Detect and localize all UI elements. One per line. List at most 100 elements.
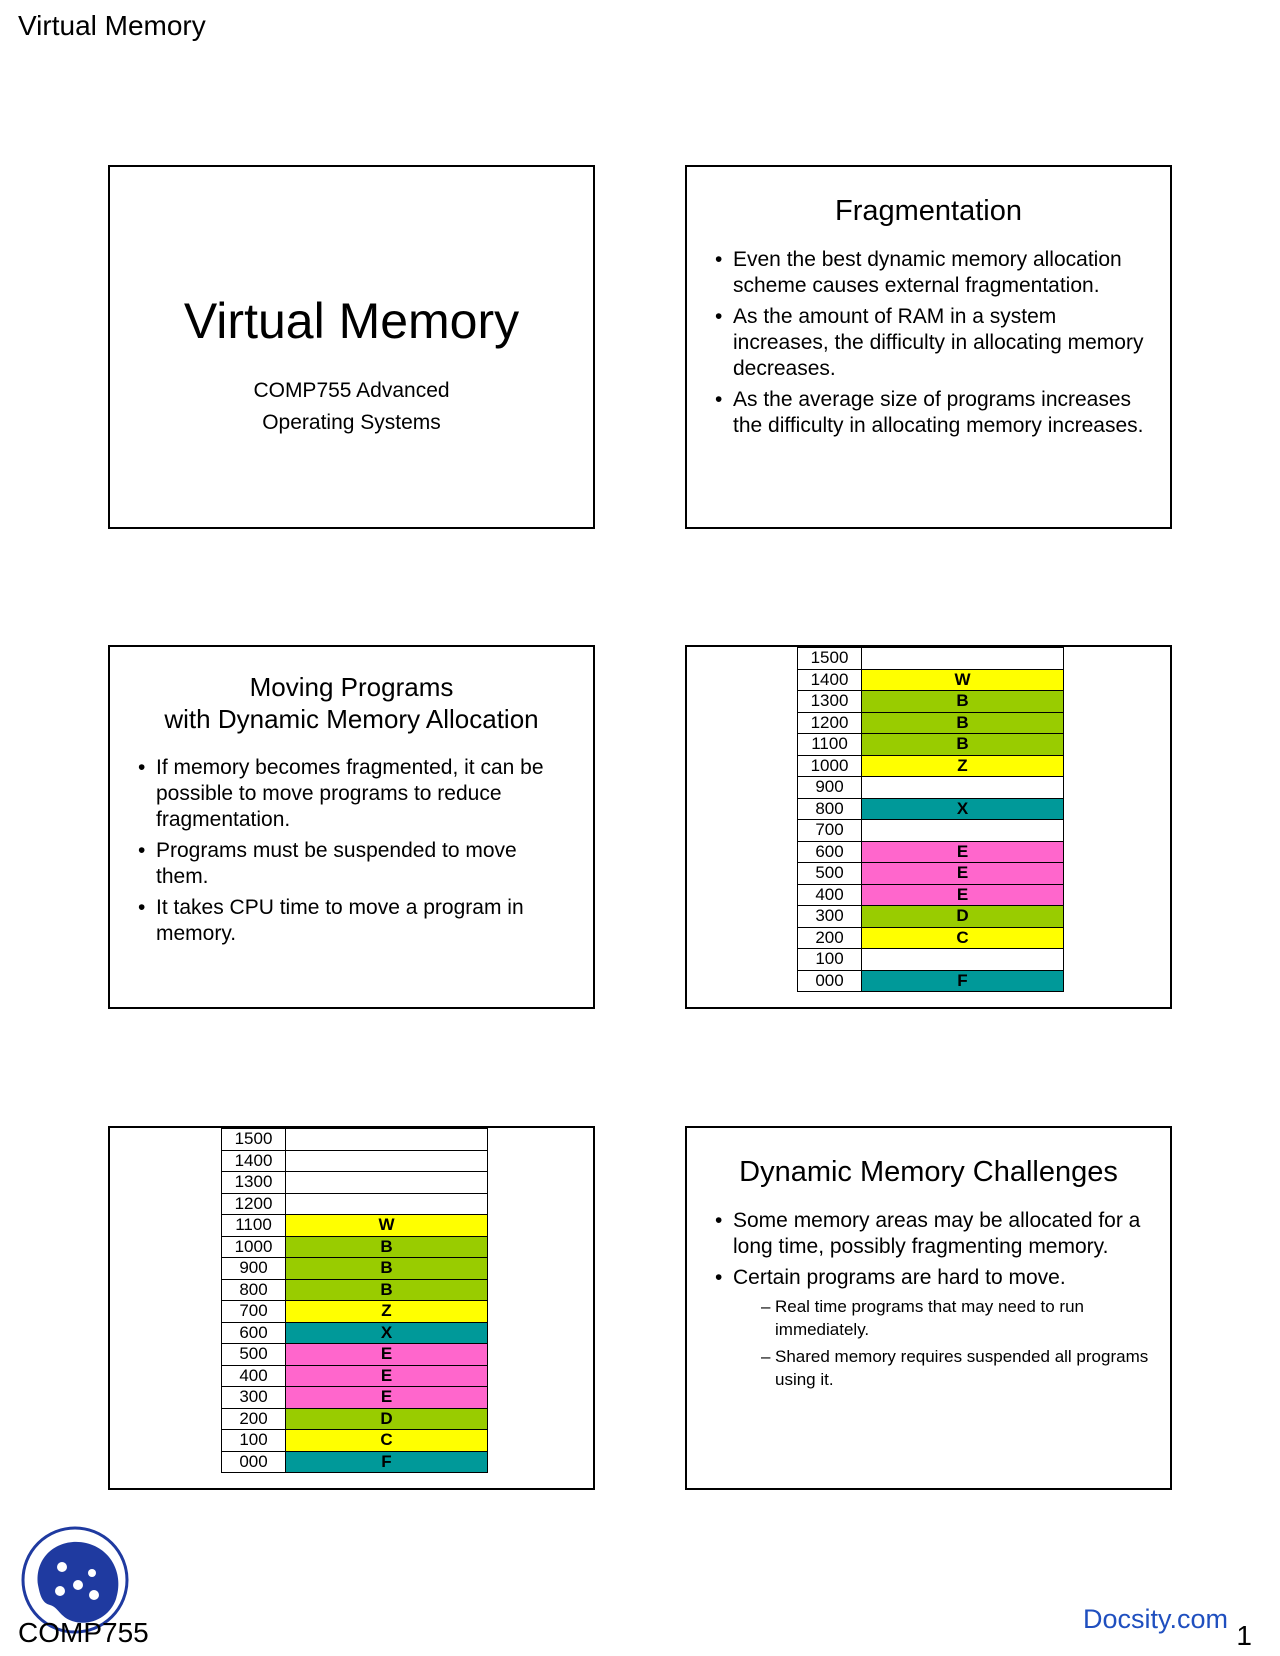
memory-address: 300 [221, 1386, 286, 1409]
memory-block: B [861, 690, 1064, 713]
memory-address: 100 [221, 1429, 286, 1452]
memory-row: 1300 [221, 1171, 488, 1194]
memory-block: E [861, 840, 1064, 863]
memory-address: 1200 [221, 1192, 286, 1215]
memory-block: B [861, 711, 1064, 734]
memory-address: 1300 [797, 690, 862, 713]
memory-address: 500 [221, 1343, 286, 1366]
memory-block: X [861, 797, 1064, 820]
memory-address: 000 [221, 1450, 286, 1473]
memory-address: 400 [221, 1364, 286, 1387]
bullet-text: Certain programs are hard to move. [733, 1266, 1066, 1289]
memory-block [285, 1171, 488, 1194]
footer-course: COMP755 [18, 1617, 149, 1648]
sub-bullet-item: Real time programs that may need to run … [761, 1295, 1150, 1341]
memory-block: D [861, 905, 1064, 928]
bullet-item: As the average size of programs increase… [715, 387, 1150, 439]
slide-title: Dynamic Memory Challenges [739, 1156, 1118, 1188]
memory-address: 200 [221, 1407, 286, 1430]
docsity-logo-icon [21, 1526, 129, 1634]
memory-block: B [861, 733, 1064, 756]
slide-title-page: Virtual Memory COMP755 Advanced Operatin… [108, 165, 595, 529]
memory-block: E [285, 1386, 488, 1409]
memory-address: 1100 [221, 1214, 286, 1237]
slide-dynamic-memory-challenges: Dynamic Memory Challenges Some memory ar… [685, 1126, 1172, 1490]
memory-address: 200 [797, 926, 862, 949]
bullet-item: Certain programs are hard to move. Real … [715, 1265, 1150, 1391]
docsity-link[interactable]: Docsity.com [1082, 1604, 1228, 1634]
subtitle-line-2: Operating Systems [262, 411, 441, 434]
memory-block [861, 948, 1064, 971]
memory-row: 100 [797, 948, 1064, 971]
memory-address: 900 [797, 776, 862, 799]
slide-fragmentation: Fragmentation Even the best dynamic memo… [685, 165, 1172, 529]
memory-block: E [285, 1343, 488, 1366]
bullet-list: Even the best dynamic memory allocation … [687, 247, 1170, 439]
subtitle-line-1: COMP755 Advanced [253, 379, 450, 402]
memory-address: 400 [797, 883, 862, 906]
bullet-item: If memory becomes fragmented, it can be … [138, 755, 573, 833]
memory-address: 600 [797, 840, 862, 863]
bullet-item: As the amount of RAM in a system increas… [715, 304, 1150, 382]
memory-address: 1200 [797, 711, 862, 734]
memory-block [285, 1149, 488, 1172]
slide-title: Moving Programs with Dynamic Memory Allo… [110, 671, 593, 735]
memory-address: 1300 [221, 1171, 286, 1194]
bullet-item: It takes CPU time to move a program in m… [138, 895, 573, 947]
memory-address: 1000 [221, 1235, 286, 1258]
memory-block: B [285, 1278, 488, 1301]
memory-row: 700 [797, 819, 1064, 842]
slide-title-line-1: Moving Programs [249, 672, 454, 702]
memory-block [285, 1192, 488, 1215]
memory-block [285, 1128, 488, 1151]
memory-block: W [285, 1214, 488, 1237]
memory-block: E [861, 862, 1064, 885]
memory-address: 800 [221, 1278, 286, 1301]
memory-block: D [285, 1407, 488, 1430]
memory-address: 500 [797, 862, 862, 885]
memory-row: 1200 [221, 1192, 488, 1215]
memory-block [861, 819, 1064, 842]
slide-moving-programs: Moving Programs with Dynamic Memory Allo… [108, 645, 595, 1009]
memory-block: E [285, 1364, 488, 1387]
bullet-item: Some memory areas may be allocated for a… [715, 1208, 1150, 1260]
memory-block [861, 647, 1064, 670]
memory-address: 800 [797, 797, 862, 820]
memory-row: 1400 [221, 1149, 488, 1172]
memory-block: F [861, 969, 1064, 992]
bullet-item: Programs must be suspended to move them. [138, 838, 573, 890]
memory-address: 700 [797, 819, 862, 842]
sub-bullet-item: Shared memory requires suspended all pro… [761, 1345, 1150, 1391]
page-header-title: Virtual Memory [18, 10, 206, 41]
memory-address: 100 [797, 948, 862, 971]
memory-block: C [861, 926, 1064, 949]
slide-title-line-2: with Dynamic Memory Allocation [164, 704, 539, 734]
slide-subtitle: COMP755 Advanced Operating Systems [110, 375, 593, 439]
